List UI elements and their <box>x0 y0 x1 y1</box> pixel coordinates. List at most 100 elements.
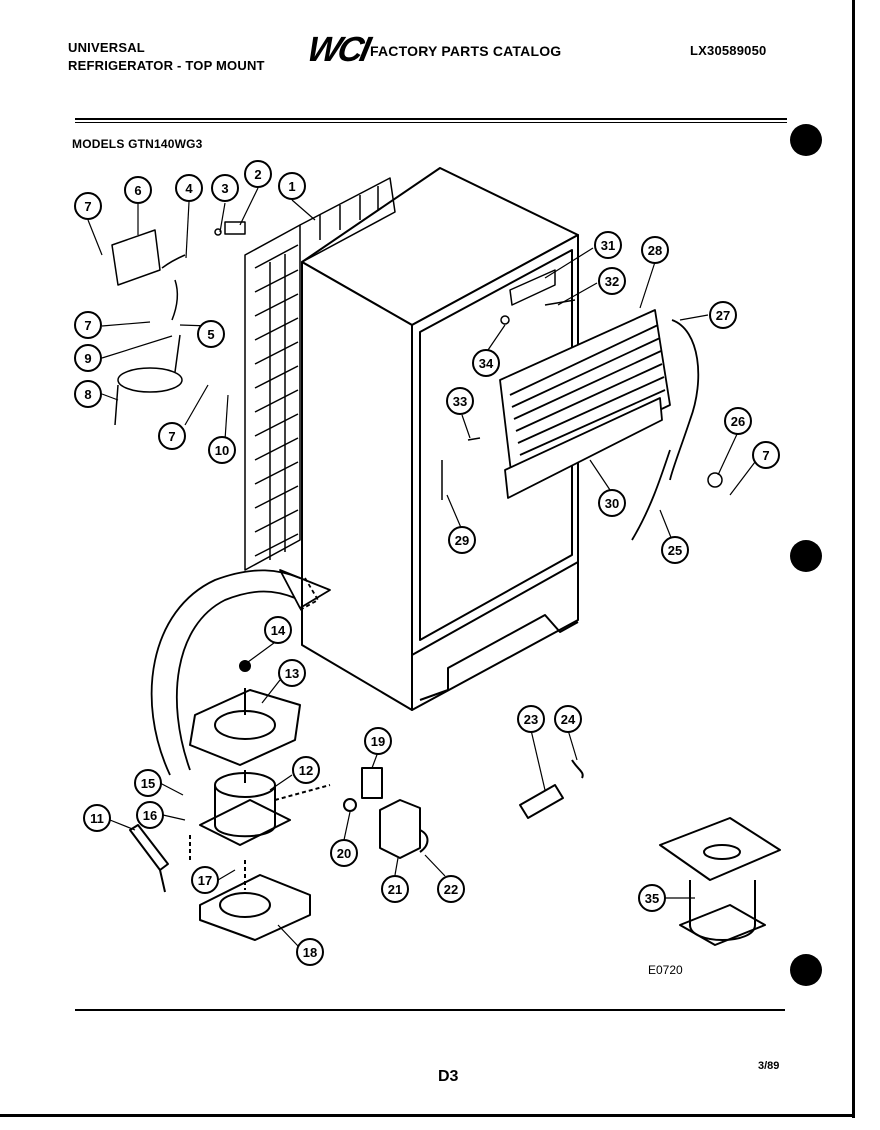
callout-5: 5 <box>197 320 225 348</box>
header-line2: REFRIGERATOR - TOP MOUNT <box>68 58 265 73</box>
callout-circle <box>292 756 320 784</box>
callout-circle <box>264 616 292 644</box>
callout-label: 16 <box>143 808 157 823</box>
callout-circle <box>244 160 272 188</box>
callout-8: 8 <box>74 380 102 408</box>
callout-34: 34 <box>472 349 500 377</box>
callout-label: 7 <box>762 448 769 463</box>
callout-circle <box>641 236 669 264</box>
callout-circle <box>211 174 239 202</box>
callout-2: 2 <box>244 160 272 188</box>
callout-circle <box>208 436 236 464</box>
header-line1: UNIVERSAL <box>68 40 145 55</box>
callout-circle <box>136 801 164 829</box>
callout-circle <box>517 705 545 733</box>
callout-label: 11 <box>90 811 104 826</box>
binder-hole-bottom <box>790 954 822 986</box>
callout-circle <box>709 301 737 329</box>
callout-circle <box>278 172 306 200</box>
callout-label: 19 <box>371 734 385 749</box>
callout-circle <box>598 489 626 517</box>
callout-24: 24 <box>554 705 582 733</box>
callout-circle <box>724 407 752 435</box>
callout-31: 31 <box>594 231 622 259</box>
callout-circle <box>296 938 324 966</box>
callout-circle <box>278 659 306 687</box>
callout-4: 4 <box>175 174 203 202</box>
callout-7: 7 <box>158 422 186 450</box>
compressor-assembly-alt <box>659 817 781 946</box>
callout-label: 1 <box>288 179 295 194</box>
catalog-date: 3/89 <box>758 1060 780 1072</box>
callout-circle <box>661 536 689 564</box>
callout-12: 12 <box>292 756 320 784</box>
callout-19: 19 <box>364 727 392 755</box>
callout-20: 20 <box>330 839 358 867</box>
callout-label: 23 <box>524 712 538 727</box>
callout-6: 6 <box>124 176 152 204</box>
callout-circle <box>74 311 102 339</box>
callout-circle <box>594 231 622 259</box>
callout-label: 7 <box>168 429 175 444</box>
callout-label: 7 <box>84 199 91 214</box>
binder-hole-top <box>790 124 822 156</box>
callout-circle <box>134 769 162 797</box>
callout-circle <box>83 804 111 832</box>
callout-circle <box>124 176 152 204</box>
callout-7: 7 <box>74 192 102 220</box>
callout-16: 16 <box>136 801 164 829</box>
condenser-coil <box>244 177 396 571</box>
callout-circle <box>448 526 476 554</box>
callout-circle <box>74 344 102 372</box>
header-divider-thin <box>75 122 787 123</box>
evaporator-fan-parts <box>441 269 723 500</box>
callout-label: 32 <box>605 274 619 289</box>
callout-9: 9 <box>74 344 102 372</box>
callout-label: 2 <box>254 167 261 182</box>
callout-35: 35 <box>638 884 666 912</box>
capacitor <box>379 799 429 859</box>
callout-15: 15 <box>134 769 162 797</box>
callout-circle <box>197 320 225 348</box>
callout-label: 6 <box>134 183 141 198</box>
callout-circle <box>446 387 474 415</box>
callout-circle <box>638 884 666 912</box>
compressor-mount <box>199 860 311 941</box>
callout-circle <box>191 866 219 894</box>
callout-18: 18 <box>296 938 324 966</box>
callout-27: 27 <box>709 301 737 329</box>
callout-circle <box>472 349 500 377</box>
callout-circle <box>381 875 409 903</box>
defrost-timer <box>519 759 584 819</box>
callout-label: 10 <box>215 443 229 458</box>
catalog-number: LX30589050 <box>690 43 767 58</box>
callout-circle <box>175 174 203 202</box>
callout-circle <box>437 875 465 903</box>
callout-label: 3 <box>221 181 228 196</box>
callout-13: 13 <box>278 659 306 687</box>
callout-label: 8 <box>84 387 91 402</box>
evaporator <box>499 309 700 541</box>
airflow-arrow <box>150 569 331 776</box>
callout-label: 31 <box>601 238 615 253</box>
callout-25: 25 <box>661 536 689 564</box>
callout-7: 7 <box>74 311 102 339</box>
binder-hole-middle <box>790 540 822 572</box>
callout-label: 33 <box>453 394 467 409</box>
callout-label: 21 <box>388 882 402 897</box>
callout-14: 14 <box>264 616 292 644</box>
models-label: MODELS GTN140WG3 <box>72 137 203 151</box>
figure-code: E0720 <box>648 963 683 977</box>
callout-28: 28 <box>641 236 669 264</box>
header-divider <box>75 118 787 120</box>
callout-10: 10 <box>208 436 236 464</box>
callout-label: 28 <box>648 243 662 258</box>
page-frame-bottom <box>0 1114 855 1117</box>
drain-pan <box>189 660 301 766</box>
callout-label: 27 <box>716 308 730 323</box>
page-frame-right <box>852 0 855 1118</box>
callout-11: 11 <box>83 804 111 832</box>
relay-overload <box>343 767 383 812</box>
